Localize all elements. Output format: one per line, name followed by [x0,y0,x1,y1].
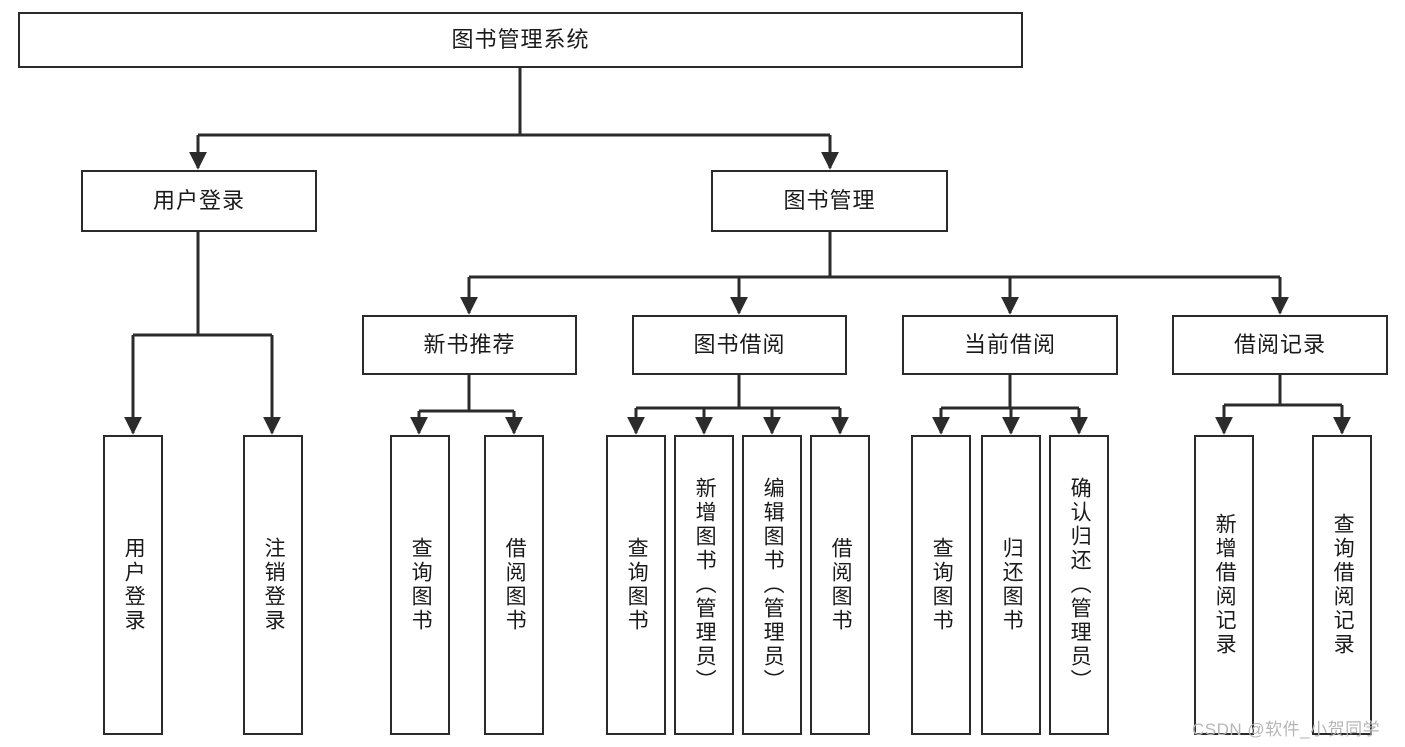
watermark: CSDN @软件_小贺同学 [1192,720,1381,739]
node-label: 注销登录 [262,537,286,633]
node-label: 查询图书 [409,537,433,633]
node-leaf-query-book-current[interactable]: 查询图书 [911,435,971,735]
node-book-management[interactable]: 图书管理 [711,170,948,232]
node-label: 借阅记录 [1233,331,1326,357]
node-leaf-borrow-book[interactable]: 借阅图书 [810,435,870,735]
node-label: 用户登录 [122,537,146,633]
node-leaf-return-book[interactable]: 归还图书 [981,435,1041,735]
node-label: 用户登录 [152,187,245,213]
node-label: 图书管理 [783,187,876,213]
node-leaf-query-book-borrow[interactable]: 查询图书 [606,435,666,735]
node-label: 查询图书 [625,537,649,633]
node-book-borrow[interactable]: 图书借阅 [632,315,847,375]
node-label: 图书管理系统 [451,26,590,52]
node-leaf-edit-book-admin[interactable]: 编辑图书（管理员） [742,435,802,735]
node-borrow-record[interactable]: 借阅记录 [1172,315,1388,375]
node-label: 图书借阅 [693,331,786,357]
node-current-borrow[interactable]: 当前借阅 [902,315,1118,375]
node-label: 查询借阅记录 [1331,513,1355,657]
node-label: 新增借阅记录 [1213,513,1237,657]
node-leaf-logout[interactable]: 注销登录 [243,435,303,735]
node-label: 新书推荐 [423,331,516,357]
node-new-book-recommend[interactable]: 新书推荐 [362,315,577,375]
node-user-login[interactable]: 用户登录 [81,170,317,232]
node-leaf-add-borrow-record[interactable]: 新增借阅记录 [1194,435,1254,735]
node-label: 归还图书 [1000,537,1024,633]
node-label: 新增图书（管理员） [693,477,717,693]
node-leaf-user-login[interactable]: 用户登录 [103,435,163,735]
node-leaf-borrow-book-recommend[interactable]: 借阅图书 [484,435,544,735]
node-leaf-query-book-recommend[interactable]: 查询图书 [390,435,450,735]
node-label: 查询图书 [930,537,954,633]
node-label: 当前借阅 [963,331,1056,357]
node-label: 借阅图书 [829,537,853,633]
node-leaf-query-borrow-record[interactable]: 查询借阅记录 [1312,435,1372,735]
node-label: 借阅图书 [503,537,527,633]
node-book-management-system[interactable]: 图书管理系统 [18,12,1023,68]
node-label: 确认归还（管理员） [1068,477,1092,693]
node-label: 编辑图书（管理员） [761,477,785,693]
node-leaf-add-book-admin[interactable]: 新增图书（管理员） [674,435,734,735]
node-leaf-confirm-return-admin[interactable]: 确认归还（管理员） [1049,435,1109,735]
